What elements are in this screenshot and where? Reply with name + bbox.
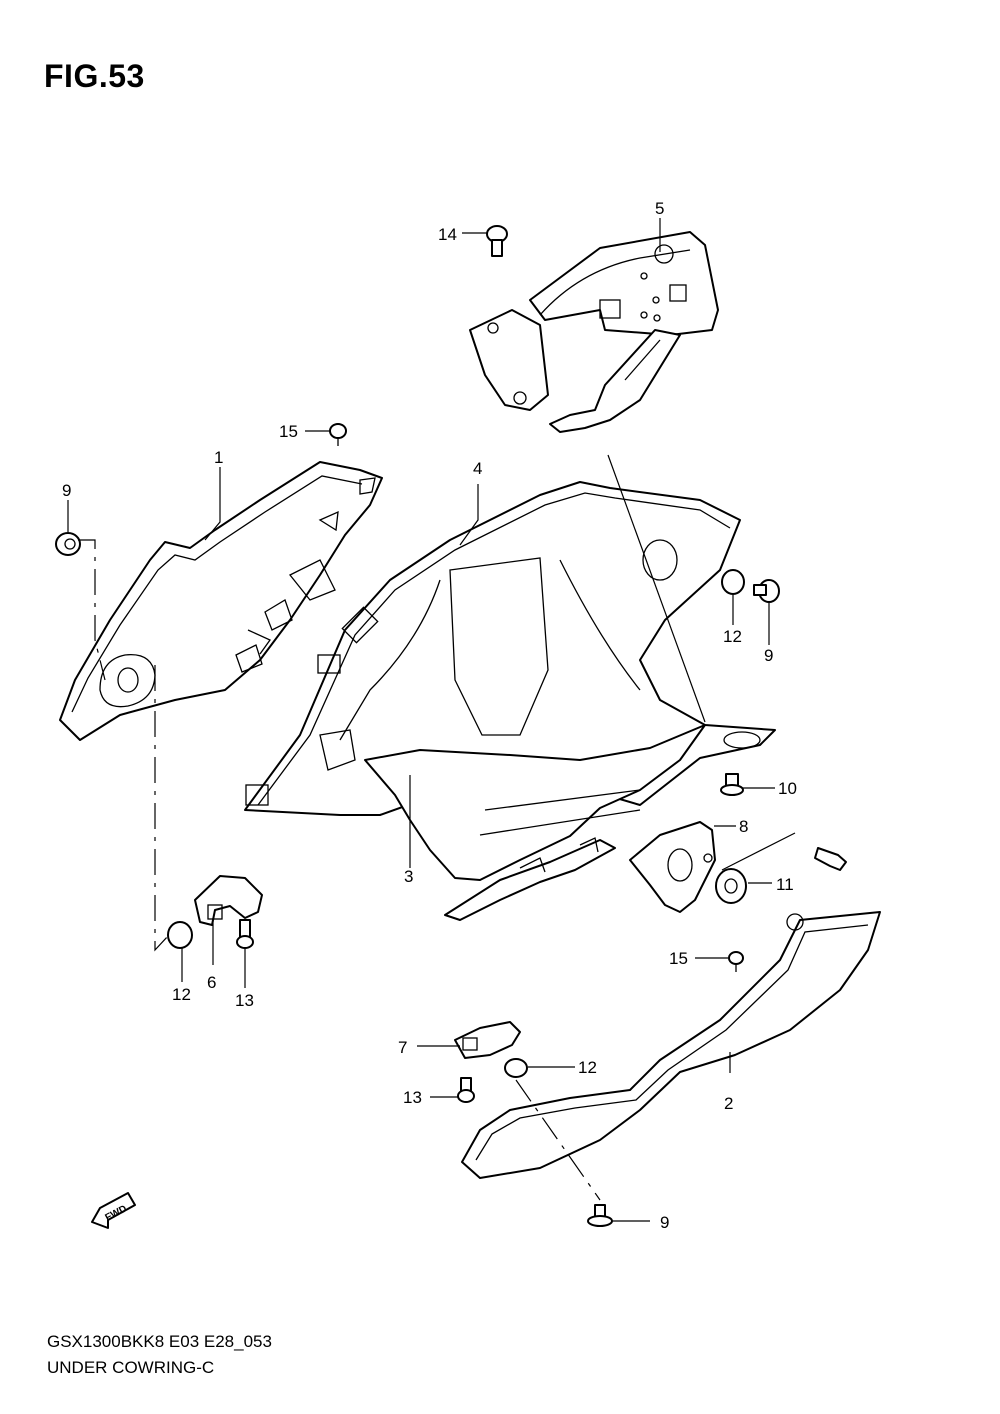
part-13-screw-bottom xyxy=(457,1077,475,1103)
part-6-clip-bracket xyxy=(194,875,263,926)
part-5-bracket xyxy=(469,231,719,433)
part-2-lower-cover xyxy=(461,911,881,1179)
part-4-inner-cover xyxy=(244,481,776,816)
callout-15-top: 15 xyxy=(279,422,298,441)
callout-5: 5 xyxy=(655,199,664,218)
part-11-grommet xyxy=(715,868,747,904)
callout-13-left: 13 xyxy=(235,991,254,1010)
callout-2: 2 xyxy=(724,1094,733,1113)
callout-12-right: 12 xyxy=(723,627,742,646)
part-screw-8 xyxy=(814,847,847,871)
part-3-lower-panel xyxy=(364,724,706,921)
part-10-pin xyxy=(720,773,744,796)
part-12-grommet-bottom xyxy=(504,1058,528,1078)
figure-code: GSX1300BKK8 E03 E28_053 xyxy=(47,1332,272,1351)
callout-9-right: 9 xyxy=(764,646,773,665)
callout-9-bottom: 9 xyxy=(660,1213,669,1232)
part-14-bolt xyxy=(486,225,508,257)
callout-14: 14 xyxy=(438,225,457,244)
callout-10: 10 xyxy=(778,779,797,798)
part-8-bracket xyxy=(629,821,716,913)
callout-12-bottom: 12 xyxy=(578,1058,597,1077)
callout-4: 4 xyxy=(473,459,482,478)
callout-6: 6 xyxy=(207,973,216,992)
part-15-screw-top xyxy=(329,423,347,446)
callout-15-bottom: 15 xyxy=(669,949,688,968)
part-9-bolt-right xyxy=(753,579,780,603)
callout-11: 11 xyxy=(776,875,794,894)
fwd-arrow: FWD xyxy=(91,1192,136,1229)
part-7-clip xyxy=(454,1021,521,1059)
figure-name: UNDER COWRING-C xyxy=(47,1358,215,1377)
callout-7: 7 xyxy=(398,1038,407,1057)
callout-9-left: 9 xyxy=(62,481,71,500)
part-12-grommet-right xyxy=(721,569,745,595)
callout-labels: 1 2 3 4 5 6 7 8 9 9 9 10 11 12 12 12 13 … xyxy=(62,199,797,1232)
callout-1: 1 xyxy=(214,448,223,467)
callout-13-bottom: 13 xyxy=(403,1088,422,1107)
part-13-screw-left xyxy=(236,919,254,949)
part-15-screw-bottom xyxy=(728,951,744,972)
figure-title: FIG.53 xyxy=(44,58,145,94)
callout-8: 8 xyxy=(739,817,748,836)
leader-lines xyxy=(67,218,796,1222)
assembly-lines xyxy=(78,539,601,1201)
part-9-bolt-left xyxy=(55,532,81,556)
callout-3: 3 xyxy=(404,867,413,886)
callout-12-left: 12 xyxy=(172,985,191,1004)
part-12-grommet-left xyxy=(167,921,193,949)
part-9-bolt-bottom xyxy=(587,1204,613,1227)
